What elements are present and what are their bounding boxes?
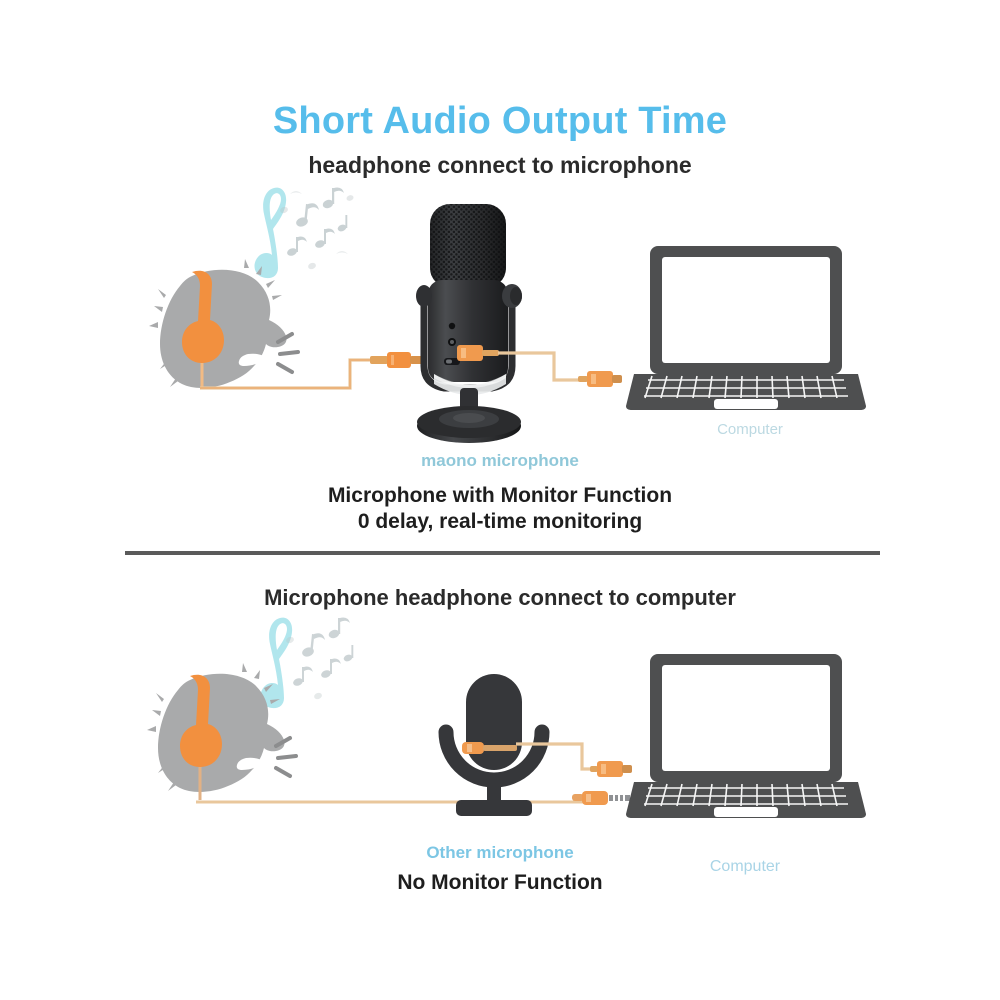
music-notes-icon (232, 182, 362, 297)
usb-connector-plug-icon (578, 366, 626, 394)
usb-connector-plug-mic-icon (455, 339, 501, 367)
person-with-headphones-icon-bottom (147, 663, 340, 812)
headphone-jack-plug-laptop-icon (572, 786, 634, 810)
section-divider (125, 551, 880, 555)
maono-usb-microphone-icon (400, 198, 540, 448)
laptop-computer-icon (626, 240, 866, 415)
bottom-section-caption: No Monitor Function (397, 871, 603, 894)
computer-label-top: Computer (717, 421, 783, 438)
music-notes-icon-bottom (238, 612, 368, 727)
top-section-caption: Microphone with Monitor Function 0 delay… (0, 483, 1000, 536)
top-caption-line-2: 0 delay, real-time monitoring (357, 510, 643, 534)
usb-cable-top (498, 348, 608, 398)
top-section-subtitle: headphone connect to microphone (308, 152, 692, 178)
laptop-computer-icon-bottom (626, 648, 866, 823)
page-title: Short Audio Output Time (272, 100, 728, 142)
person-with-headphones-icon (149, 259, 342, 398)
bottom-section-subtitle: Microphone headphone connect to computer (264, 585, 736, 610)
headphone-jack-plug-icon-bottom (462, 735, 522, 761)
maono-microphone-label: maono microphone (421, 451, 579, 470)
other-microphone-label: Other microphone (426, 843, 574, 862)
top-caption-line-1: Microphone with Monitor Function (327, 484, 673, 507)
usb-connector-plug-icon-bottom (590, 756, 638, 784)
computer-label-bottom: Computer (709, 858, 781, 875)
